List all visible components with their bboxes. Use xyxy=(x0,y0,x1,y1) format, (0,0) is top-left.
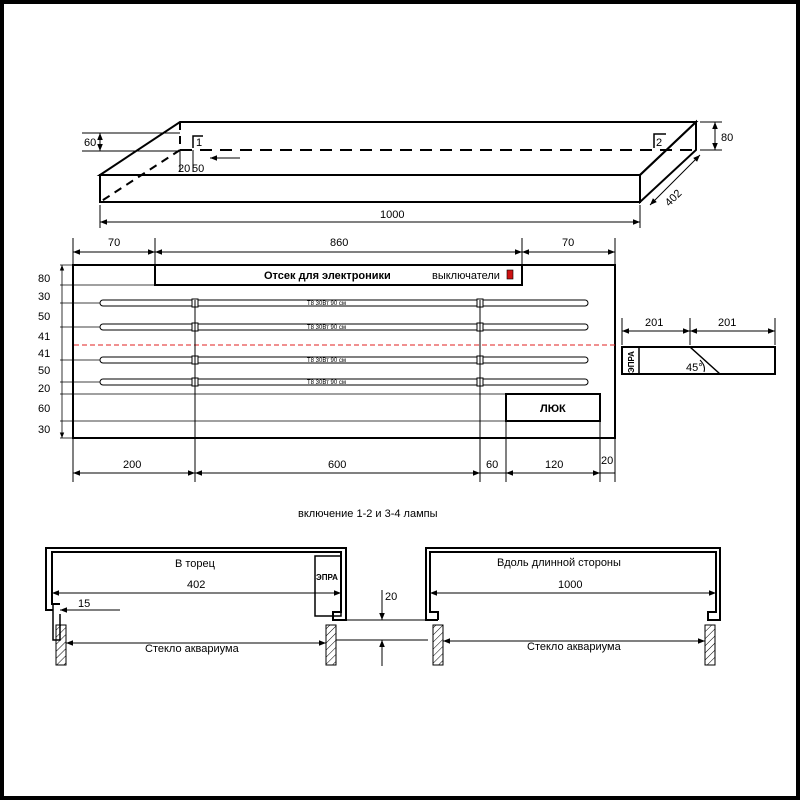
glass-left-long xyxy=(432,624,444,666)
electronics-compartment xyxy=(154,264,523,286)
lamp-label: T8 30Вт 90 см xyxy=(307,380,346,386)
lamp-label: T8 30Вт 90 см xyxy=(307,358,346,364)
hatch-rect xyxy=(505,393,601,422)
top-dim-70-left: 70 xyxy=(108,237,120,249)
section-long xyxy=(425,547,721,621)
section-long-title: Вдоль длинной стороны xyxy=(497,557,621,569)
left-dim-label: 50 xyxy=(38,365,50,377)
dim-20: 20 xyxy=(178,163,190,175)
glass-right-long xyxy=(704,624,716,666)
glass-right-end xyxy=(325,624,337,666)
isometric-lid-view xyxy=(96,119,699,205)
wiring-caption: включение 1-2 и 3-4 лампы xyxy=(298,508,438,520)
bottom-dim-60: 60 xyxy=(486,459,498,471)
lamp-label: T8 30Вт 90 см xyxy=(307,325,346,331)
left-dim-label: 20 xyxy=(38,383,50,395)
lamp-label: T8 30Вт 90 см xyxy=(307,301,346,307)
dim-height-right: 80 xyxy=(721,132,733,144)
left-dim-label: 60 xyxy=(38,403,50,415)
box-side-face xyxy=(639,119,697,205)
glass-left-end xyxy=(55,624,67,666)
bottom-dim-120: 120 xyxy=(545,459,563,471)
section-end-glass: Стекло аквариума xyxy=(145,643,240,655)
section-end-dim: 402 xyxy=(187,579,205,591)
plan-view xyxy=(72,264,616,439)
side-dim-right: 201 xyxy=(718,317,736,329)
left-dim-label: 30 xyxy=(38,424,50,436)
section-end-title: В торец xyxy=(175,558,216,570)
left-dim-label: 41 xyxy=(38,331,50,343)
bottom-dim-600: 600 xyxy=(328,459,346,471)
left-dim-label: 80 xyxy=(38,273,50,285)
left-dim-label: 41 xyxy=(38,348,50,360)
switch-indicator xyxy=(506,269,514,280)
switches-label: выключатели xyxy=(432,270,500,282)
bottom-dim-20: 20 xyxy=(601,455,613,467)
section-end-dim-15: 15 xyxy=(78,598,90,610)
dim-50: 50 xyxy=(192,163,204,175)
page-sheet xyxy=(4,4,796,796)
angle-label: 45° xyxy=(686,362,703,374)
side-detail-epra-box xyxy=(621,346,640,375)
section-end-epra: ЭПРА xyxy=(316,573,338,582)
side-dim-left: 201 xyxy=(645,317,663,329)
left-dim-label: 30 xyxy=(38,291,50,303)
section-long-dim: 1000 xyxy=(558,579,582,591)
bottom-dim-200: 200 xyxy=(123,459,141,471)
section-long-glass: Стекло аквариума xyxy=(527,641,622,653)
marker-1: 1 xyxy=(196,137,202,149)
hatch-label: ЛЮК xyxy=(540,403,566,415)
left-dim-label: 50 xyxy=(38,311,50,323)
dim-height-left: 60 xyxy=(84,137,96,149)
electronics-title: Отсек для электроники xyxy=(264,270,391,282)
side-epra-label: ЭПРА xyxy=(627,351,636,373)
top-dim-860: 860 xyxy=(330,237,348,249)
left-dims: 80 30 50 41 41 50 20 60 30 xyxy=(38,273,50,436)
epra-block xyxy=(314,555,342,617)
top-dim-70-right: 70 xyxy=(562,237,574,249)
marker-2: 2 xyxy=(656,137,662,149)
gap-dim: 20 xyxy=(385,591,397,603)
dim-length: 1000 xyxy=(380,209,404,221)
